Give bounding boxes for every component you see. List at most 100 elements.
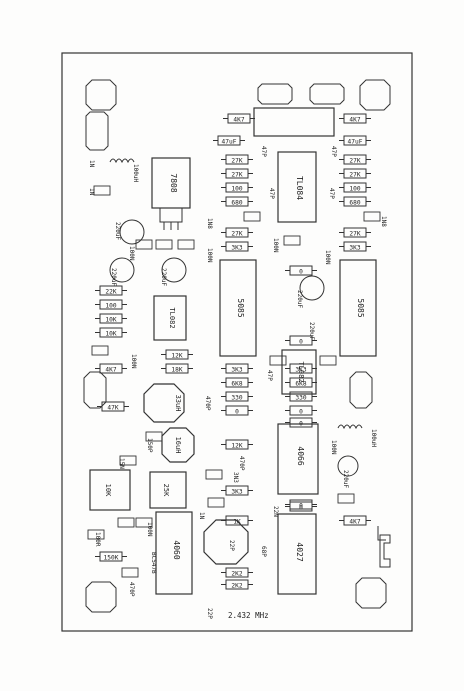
r-27k-l3-body xyxy=(225,227,249,238)
board-outline xyxy=(61,52,413,632)
r-27k-l2-body xyxy=(225,168,249,179)
pad-left-mid xyxy=(83,371,107,409)
r-6k8-d: 6K8 xyxy=(285,377,317,388)
r-27k-r3: 27K xyxy=(339,227,371,238)
lbl-100n-f: 100N xyxy=(330,440,337,455)
r-3k3-r1-label: 3K3 xyxy=(349,244,360,251)
capacitor-4 xyxy=(177,239,195,250)
r-47k: 47K xyxy=(97,401,129,412)
lbl-3n3: 3N3 xyxy=(232,472,239,483)
capacitor-8 xyxy=(91,345,109,356)
r-3k3-c-label: 3K3 xyxy=(231,366,242,373)
r-0-g-body xyxy=(289,501,313,512)
r-150k: 150K xyxy=(95,551,127,562)
r-6k8-c-label: 6K8 xyxy=(231,380,242,387)
r-10k-b: 10K xyxy=(95,327,127,338)
cap-220uf-e xyxy=(337,455,359,477)
r-0-c-body xyxy=(225,405,249,416)
r-1k-body xyxy=(225,515,249,526)
lbl-220uf-d: 220uF xyxy=(296,290,303,308)
pad-top-1 xyxy=(257,83,293,105)
r-100-r: 100 xyxy=(339,182,371,193)
r-330-c: 330 xyxy=(221,391,253,402)
r-18k: 18K xyxy=(161,363,193,374)
capacitor-14 xyxy=(207,497,225,508)
r-6k8-d-body xyxy=(289,377,313,388)
capacitor-7 xyxy=(283,235,301,246)
r-0-g-label: 0 xyxy=(299,504,303,511)
svg-text:10K: 10K xyxy=(104,484,112,497)
label-100uh-b: 100uH xyxy=(370,429,377,447)
regulator-label: 7808 xyxy=(169,173,178,192)
lbl-47p-l: 47P xyxy=(260,146,267,157)
r-2k2-b-label: 2K2 xyxy=(231,582,242,589)
r-0-c-label: 0 xyxy=(235,408,239,415)
connector-right xyxy=(379,534,391,568)
r-22k: 22K xyxy=(95,285,127,296)
r-4k7-ml-label: 4K7 xyxy=(105,366,116,373)
r-4k7-br-label: 4K7 xyxy=(349,518,360,525)
r-330-d-body xyxy=(289,391,313,402)
lbl-1n-b: 1N xyxy=(198,512,205,520)
r-0-b: 0 xyxy=(285,335,317,346)
lbl-100uh-top: 100uH xyxy=(132,164,139,182)
lbl-68p: 68P xyxy=(260,546,267,557)
r-4k7-tr-label: 4K7 xyxy=(349,116,360,123)
capacitor-5 xyxy=(243,211,261,222)
ic-tl082-right: TL082 xyxy=(281,349,317,395)
r-3k3-e-body xyxy=(225,485,249,496)
r-4k7-br: 4K7 xyxy=(339,515,371,526)
tl082-left-label: TL082 xyxy=(168,307,176,328)
r-10k-a: 10K xyxy=(95,313,127,324)
tl084-label: TL084 xyxy=(295,176,304,200)
capacitor-2 xyxy=(135,239,153,250)
lbl-220uf-c: 220uF xyxy=(160,268,167,286)
r-3k3-e: 3K3 xyxy=(221,485,253,496)
r-27k-r3-label: 27K xyxy=(349,230,360,237)
r-4k7-tl-body xyxy=(227,113,251,124)
lbl-22n: 22N xyxy=(272,506,279,517)
cap-220uf-c xyxy=(161,257,187,283)
lbl-22p-a: 22P xyxy=(228,540,235,551)
pad-bottom-left xyxy=(85,581,117,613)
capacitor-15 xyxy=(337,493,355,504)
capacitor-18 xyxy=(121,567,139,578)
r-0-a-label: 0 xyxy=(299,268,303,275)
r-12k-b-label: 12K xyxy=(231,442,242,449)
r-3k3-d-label: 3K3 xyxy=(295,366,306,373)
capacitor-19 xyxy=(87,529,105,540)
r-10k-a-label: 10K xyxy=(105,316,116,323)
coil-100uh-top xyxy=(109,158,135,164)
r-150k-body xyxy=(99,551,123,562)
lbl-100n-b: 100N xyxy=(206,248,213,263)
lbl-22p-b: 22P xyxy=(206,608,213,619)
r-100-m-label: 100 xyxy=(105,302,116,309)
r-330-c-body xyxy=(225,391,249,402)
r-2k2-a-body xyxy=(225,567,249,578)
r-1k: 1K xyxy=(221,515,253,526)
ic-tl084: TL084 xyxy=(253,107,335,223)
r-100-l-label: 100 xyxy=(231,185,242,192)
c-47uf-l: 47uF xyxy=(213,135,245,146)
r-680-l-label: 680 xyxy=(231,199,242,206)
svg-text:16uH: 16uH xyxy=(174,437,182,454)
r-27k-r1: 27K xyxy=(339,154,371,165)
r-4k7-ml-body xyxy=(99,363,123,374)
r-2k2-a: 2K2 xyxy=(221,567,253,578)
r-680-r-label: 680 xyxy=(349,199,360,206)
electrolytic-caps xyxy=(109,219,359,477)
r-680-r: 680 xyxy=(339,196,371,207)
lbl-470p-a: 470P xyxy=(204,396,211,411)
lbl-47p-ml: 47P xyxy=(268,188,275,199)
r-0-e-label: 0 xyxy=(299,420,303,427)
lbl-47p-mr: 47P xyxy=(328,188,335,199)
r-27k-r3-body xyxy=(343,227,367,238)
r-12k-a-label: 12K xyxy=(171,352,182,359)
pad-top-left xyxy=(85,79,117,111)
lbl-1n8-b: 1N8 xyxy=(380,216,387,227)
lbl-15n: 15N xyxy=(118,458,125,469)
capacitor-13 xyxy=(205,469,223,480)
